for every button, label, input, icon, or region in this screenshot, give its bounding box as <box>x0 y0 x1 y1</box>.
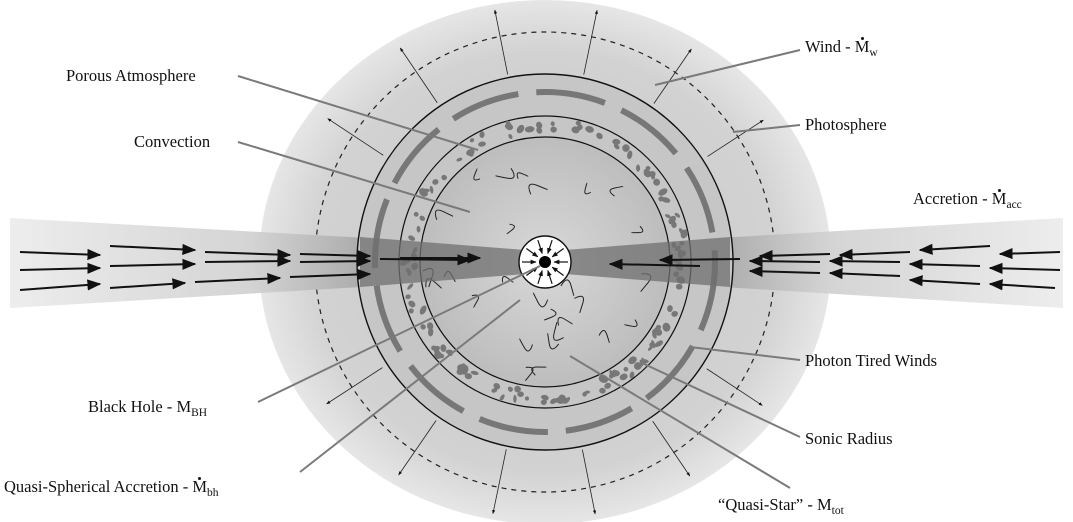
label-convection: Convection <box>134 133 210 151</box>
label-wind-text: Wind - <box>805 37 855 56</box>
label-convection-text: Convection <box>134 132 210 151</box>
label-quasistar-symbol: M <box>817 495 832 514</box>
label-accretion-sub: acc <box>1006 199 1021 211</box>
label-porous-text: Porous Atmosphere <box>66 66 196 85</box>
black-hole <box>539 256 551 268</box>
label-blackhole-symbol: M <box>176 397 191 416</box>
disk-arrow-right <box>830 261 900 262</box>
disk-arrow-left <box>300 261 370 262</box>
label-black-hole: Black Hole - MBH <box>88 398 207 422</box>
label-wind-symbol: M <box>855 38 870 56</box>
label-sonic-text: Sonic Radius <box>805 429 893 448</box>
label-quasisph-text: Quasi-Spherical Accretion - <box>4 477 192 496</box>
label-photosphere: Photosphere <box>805 116 887 134</box>
label-quasi-star: “Quasi-Star” - Mtot <box>718 496 844 520</box>
disk-arrow-left <box>380 259 470 260</box>
label-accretion: Accretion - Macc <box>913 190 1022 214</box>
label-porous-atmosphere: Porous Atmosphere <box>66 67 196 85</box>
label-quasistar-sub: tot <box>832 505 844 517</box>
label-quasisph-sub: bh <box>207 487 219 499</box>
label-blackhole-text: Black Hole - <box>88 397 176 416</box>
disk-arrow-right <box>660 259 740 260</box>
label-wind: Wind - Mw <box>805 38 878 62</box>
label-blackhole-sub: BH <box>191 407 207 419</box>
label-quasistar-text: “Quasi-Star” - <box>718 495 817 514</box>
label-quasisph-symbol: M <box>192 478 207 496</box>
disk-arrow-left <box>205 261 290 262</box>
label-photon-tired-winds: Photon Tired Winds <box>805 352 937 370</box>
label-quasi-spherical-accretion: Quasi-Spherical Accretion - Mbh <box>4 478 218 502</box>
disk-arrow-right <box>750 261 820 262</box>
label-accretion-symbol: M <box>992 190 1007 208</box>
label-sonic-radius: Sonic Radius <box>805 430 893 448</box>
label-photon-text: Photon Tired Winds <box>805 351 937 370</box>
label-photosphere-text: Photosphere <box>805 115 887 134</box>
label-accretion-text: Accretion - <box>913 189 992 208</box>
label-wind-sub: w <box>869 47 877 59</box>
